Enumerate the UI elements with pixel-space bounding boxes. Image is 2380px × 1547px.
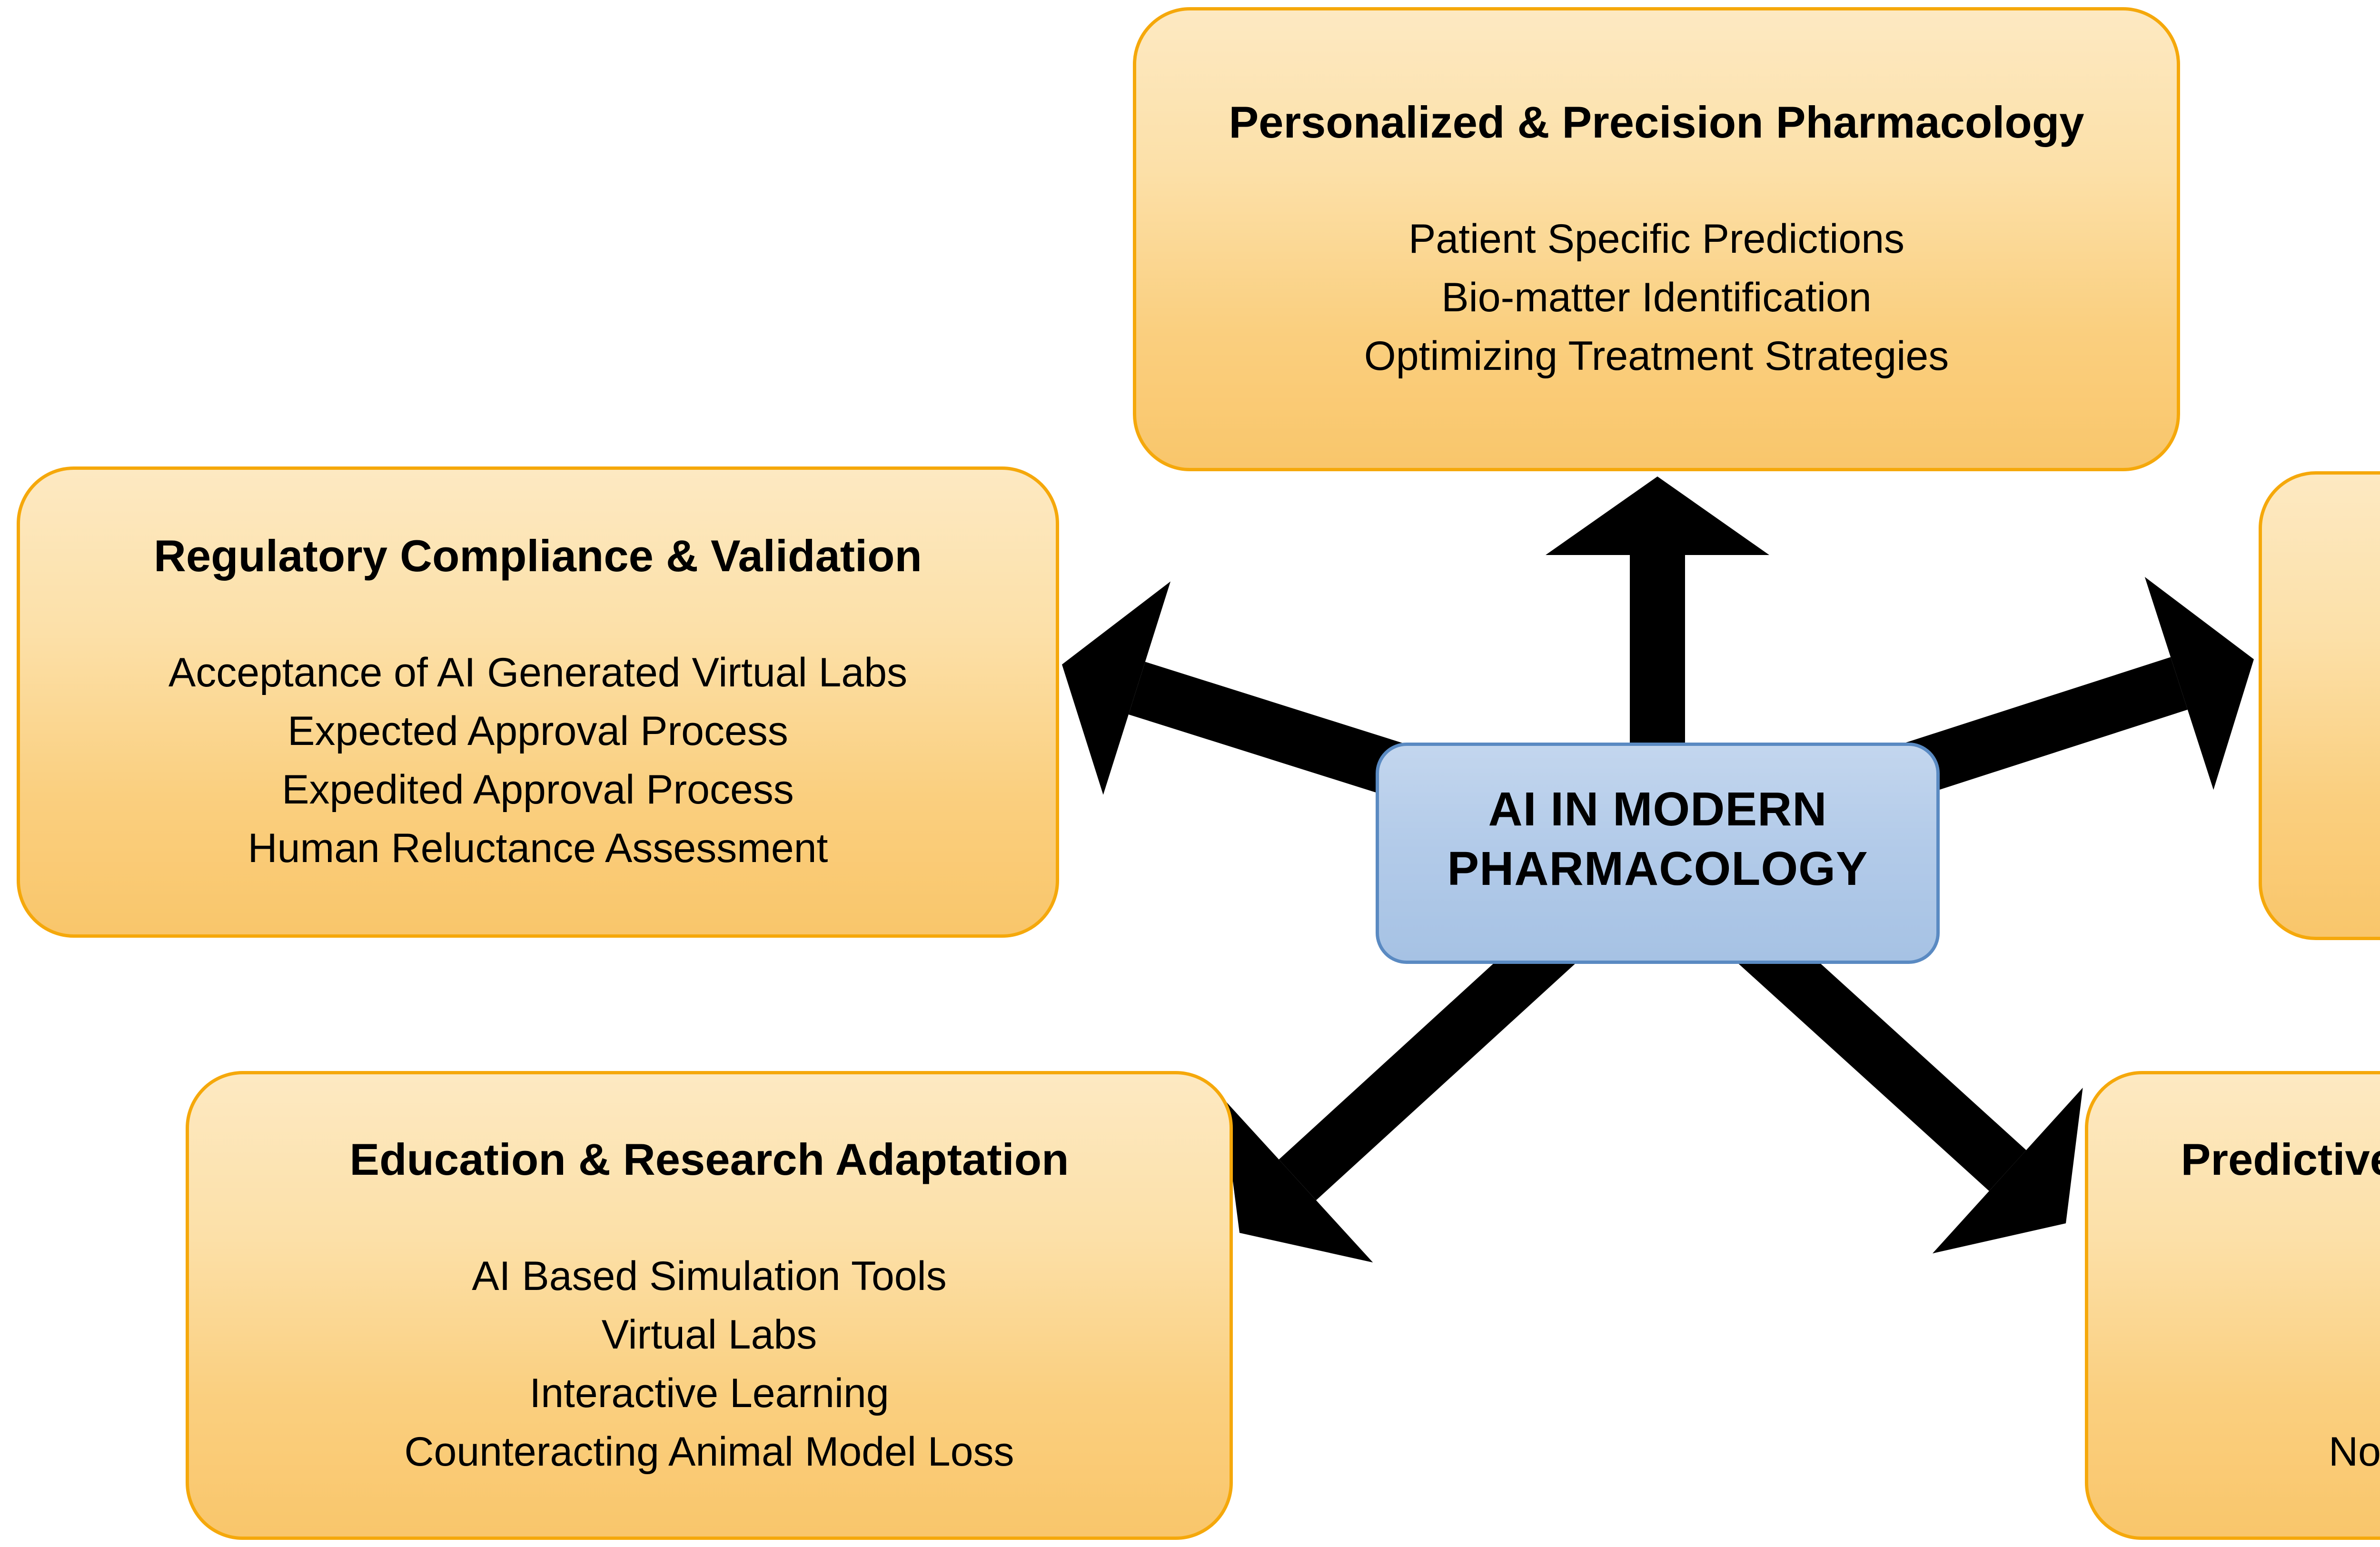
node-items: AI Based Simulation Tools Virtual Labs I… xyxy=(404,1247,1014,1481)
list-item: Expedited Approval Process xyxy=(282,767,794,813)
node-accelerated-drug-discovery-safety: Accelerated Drug Discovery & Safety Virt… xyxy=(2259,471,2380,940)
list-item: Patient Specific Predictions xyxy=(1408,216,1905,262)
hub-ai-in-modern-pharmacology: AI IN MODERN PHARMACOLOGY xyxy=(1376,743,1940,964)
arrow-to-top-head xyxy=(1546,476,1769,555)
list-item: Bio-matter Identification xyxy=(1441,275,1872,320)
arrow-to-bottom-left-head xyxy=(1222,1097,1373,1263)
node-title: Predictive Modeling of Complex Biology xyxy=(2181,1134,2380,1184)
list-item: Acceptance of AI Generated Virtual Labs xyxy=(168,650,908,695)
node-title: Personalized & Precision Pharmacology xyxy=(1229,97,2084,147)
node-items: Patient Specific Predictions Bio-matter … xyxy=(1364,210,1949,386)
node-education-research-adaptation: Education & Research Adaptation AI Based… xyxy=(186,1071,1233,1540)
node-items: Acceptance of AI Generated Virtual Labs … xyxy=(169,644,907,878)
list-item: Expected Approval Process xyxy=(288,708,788,754)
list-item: Polypharmacology xyxy=(2329,1364,2380,1423)
hub-label-line: PHARMACOLOGY xyxy=(1447,842,1868,895)
list-item: AI Based Simulation Tools xyxy=(472,1253,947,1299)
arrow-to-bottom-right-head xyxy=(1932,1088,2083,1254)
node-regulatory-compliance-validation: Regulatory Compliance & Validation Accep… xyxy=(17,466,1059,938)
node-items: Multi-omics Integration Drug Target Inte… xyxy=(2329,1247,2380,1481)
arrow-to-left-head xyxy=(1062,581,1171,795)
list-item: Drug Target Interactions xyxy=(2329,1306,2380,1364)
node-title: Education & Research Adaptation xyxy=(349,1134,1069,1184)
list-item: Counteracting Animal Model Loss xyxy=(404,1428,1014,1475)
node-predictive-modeling-complex-biology: Predictive Modeling of Complex Biology M… xyxy=(2085,1071,2380,1540)
list-item: Non-linear Pattern Recognition xyxy=(2329,1428,2380,1475)
list-item: Human Reluctance Assessment xyxy=(248,825,828,871)
node-personalized-precision-pharmacology: Personalized & Precision Pharmacology Pa… xyxy=(1133,7,2180,471)
list-item: Optimizing Treatment Strategies xyxy=(1364,333,1949,379)
list-item: Multi-omics Integration xyxy=(2329,1247,2380,1306)
list-item: Interactive Learning xyxy=(529,1370,889,1416)
arrow-to-right-head xyxy=(2144,577,2254,790)
hub-label-line: AI IN MODERN xyxy=(1488,782,1827,836)
list-item: Virtual Labs xyxy=(601,1311,817,1358)
node-title: Regulatory Compliance & Validation xyxy=(154,531,922,581)
